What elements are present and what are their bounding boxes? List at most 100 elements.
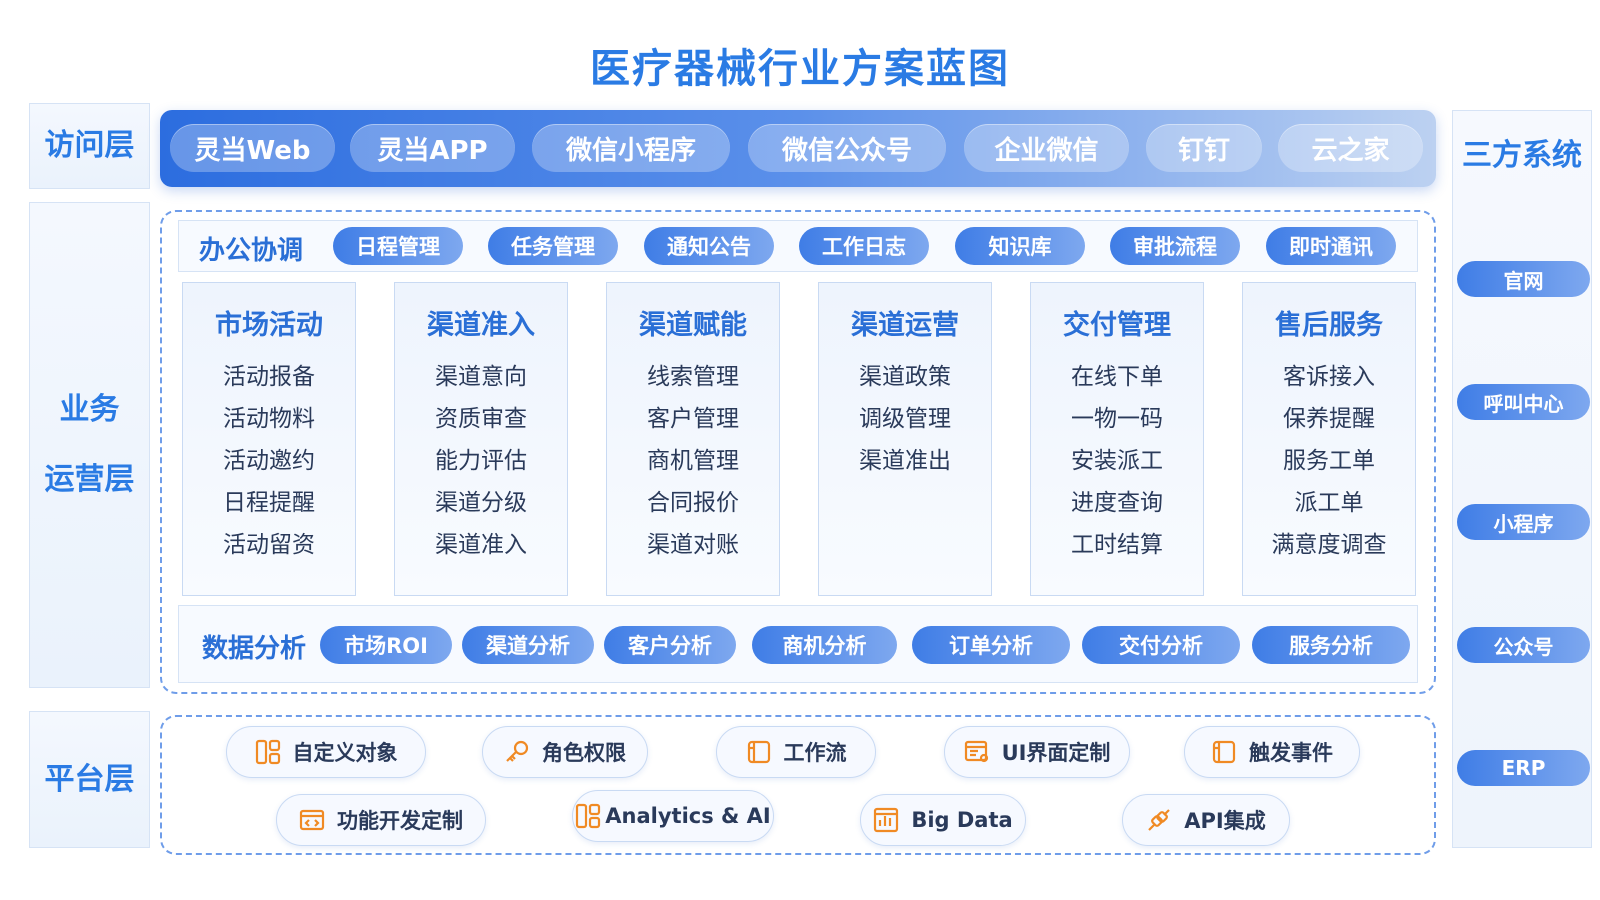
grid-icon	[576, 803, 601, 829]
module-channel-operation: 渠道运营 渠道政策 调级管理 渠道准出	[818, 282, 992, 596]
access-item-app[interactable]: 灵当APP	[350, 124, 515, 172]
module-marketing: 市场活动 活动报备 活动物料 活动邀约 日程提醒 活动留资	[182, 282, 356, 596]
module-title: 售后服务	[1275, 310, 1383, 341]
module-item[interactable]: 合同报价	[647, 490, 739, 516]
grid-icon	[255, 739, 280, 765]
platform-item-label: API集成	[1184, 809, 1266, 833]
platform-workflow[interactable]: 工作流	[716, 726, 876, 778]
module-item[interactable]: 派工单	[1294, 490, 1364, 516]
access-item-wecom[interactable]: 企业微信	[964, 124, 1129, 172]
module-item[interactable]: 商机管理	[647, 448, 739, 474]
code-icon	[299, 809, 325, 831]
platform-item-label: 角色权限	[542, 741, 626, 765]
module-item[interactable]: 一物一码	[1071, 406, 1163, 432]
data-item-delivery[interactable]: 交付分析	[1082, 626, 1240, 664]
module-item[interactable]: 渠道分级	[435, 490, 527, 516]
office-item-worklog[interactable]: 工作日志	[799, 227, 929, 265]
data-item-market-roi[interactable]: 市场ROI	[320, 626, 452, 664]
office-item-notice[interactable]: 通知公告	[644, 227, 774, 265]
platform-container	[160, 715, 1436, 855]
module-item[interactable]: 服务工单	[1283, 448, 1375, 474]
module-title: 渠道运营	[851, 310, 959, 341]
data-item-customer[interactable]: 客户分析	[604, 626, 736, 664]
third-party-item-erp[interactable]: ERP	[1457, 750, 1590, 786]
platform-item-label: 触发事件	[1249, 741, 1333, 765]
platform-role-permission[interactable]: 角色权限	[482, 726, 648, 778]
module-item[interactable]: 进度查询	[1071, 490, 1163, 516]
trigger-icon	[1212, 740, 1236, 764]
third-party-item-official-account[interactable]: 公众号	[1457, 627, 1590, 663]
office-title: 办公协调	[199, 236, 304, 266]
module-item[interactable]: 客户管理	[647, 406, 739, 432]
module-item[interactable]: 活动留资	[223, 532, 315, 558]
module-item[interactable]: 保养提醒	[1283, 406, 1375, 432]
access-bar: 灵当Web 灵当APP 微信小程序 微信公众号 企业微信 钉钉 云之家	[160, 110, 1436, 187]
module-item[interactable]: 在线下单	[1071, 364, 1163, 390]
module-title: 渠道准入	[427, 310, 535, 341]
module-delivery: 交付管理 在线下单 一物一码 安装派工 进度查询 工时结算	[1030, 282, 1204, 596]
module-title: 市场活动	[215, 310, 323, 341]
third-party-item-website[interactable]: 官网	[1457, 261, 1590, 297]
module-item[interactable]: 客诉接入	[1283, 364, 1375, 390]
ui-icon	[964, 740, 988, 763]
platform-item-label: 工作流	[783, 741, 847, 765]
page-title: 医疗器械行业方案蓝图	[590, 46, 1010, 92]
module-item[interactable]: 工时结算	[1071, 532, 1163, 558]
module-item[interactable]: 活动邀约	[223, 448, 315, 474]
access-layer-text: 访问层	[44, 128, 135, 163]
module-item[interactable]: 渠道准入	[435, 532, 527, 558]
module-item[interactable]: 渠道意向	[435, 364, 527, 390]
office-item-im[interactable]: 即时通讯	[1266, 227, 1396, 265]
office-item-knowledge[interactable]: 知识库	[955, 227, 1085, 265]
module-item[interactable]: 线索管理	[647, 364, 739, 390]
module-after-sales: 售后服务 客诉接入 保养提醒 服务工单 派工单 满意度调查	[1242, 282, 1416, 596]
data-item-order[interactable]: 订单分析	[912, 626, 1070, 664]
data-item-opportunity[interactable]: 商机分析	[752, 626, 897, 664]
access-item-wechat-official[interactable]: 微信公众号	[748, 124, 946, 172]
module-item[interactable]: 调级管理	[859, 406, 951, 432]
platform-item-label: UI界面定制	[1001, 741, 1111, 765]
platform-custom-object[interactable]: 自定义对象	[226, 726, 426, 778]
access-item-web[interactable]: 灵当Web	[170, 124, 335, 172]
third-party-item-miniprogram[interactable]: 小程序	[1457, 504, 1590, 540]
module-item[interactable]: 满意度调查	[1271, 532, 1387, 558]
access-item-wechat-miniprogram[interactable]: 微信小程序	[532, 124, 730, 172]
module-item[interactable]: 渠道准出	[859, 448, 951, 474]
platform-big-data[interactable]: Big Data	[860, 794, 1026, 846]
platform-item-label: 功能开发定制	[337, 809, 463, 833]
office-item-schedule[interactable]: 日程管理	[333, 227, 463, 265]
platform-api-integration[interactable]: API集成	[1122, 794, 1290, 846]
flow-icon	[747, 740, 770, 764]
module-item[interactable]: 资质审查	[435, 406, 527, 432]
module-item[interactable]: 日程提醒	[223, 490, 315, 516]
third-party-panel	[1452, 110, 1592, 848]
module-item[interactable]: 安装派工	[1071, 448, 1163, 474]
data-analysis-title: 数据分析	[202, 634, 307, 664]
data-item-service[interactable]: 服务分析	[1252, 626, 1410, 664]
platform-item-label: 自定义对象	[292, 741, 398, 765]
business-container	[160, 210, 1436, 694]
module-item[interactable]: 活动报备	[223, 364, 315, 390]
platform-layer-label: 平台层	[29, 711, 150, 848]
platform-trigger-event[interactable]: 触发事件	[1184, 726, 1360, 778]
chart-icon	[874, 807, 899, 833]
data-item-channel[interactable]: 渠道分析	[462, 626, 594, 664]
module-item[interactable]: 渠道对账	[647, 532, 739, 558]
platform-ui-custom[interactable]: UI界面定制	[944, 726, 1130, 778]
module-item[interactable]: 能力评估	[435, 448, 527, 474]
module-item[interactable]: 渠道政策	[859, 364, 951, 390]
access-item-yunzhijia[interactable]: 云之家	[1278, 124, 1423, 172]
office-item-approval[interactable]: 审批流程	[1110, 227, 1240, 265]
platform-analytics-ai[interactable]: Analytics & AI	[572, 790, 774, 842]
business-layer-text-2: 运营层	[44, 462, 135, 497]
access-item-dingtalk[interactable]: 钉钉	[1146, 124, 1262, 172]
module-item[interactable]: 活动物料	[223, 406, 315, 432]
module-title: 渠道赋能	[639, 310, 747, 341]
platform-dev-custom[interactable]: 功能开发定制	[276, 794, 486, 846]
platform-item-label: Big Data	[911, 808, 1013, 832]
business-layer-text-1: 业务	[59, 392, 120, 427]
platform-layer-text: 平台层	[44, 761, 135, 797]
office-item-task[interactable]: 任务管理	[488, 227, 618, 265]
third-party-item-call-center[interactable]: 呼叫中心	[1457, 384, 1590, 420]
access-layer-label: 访问层	[29, 103, 150, 189]
